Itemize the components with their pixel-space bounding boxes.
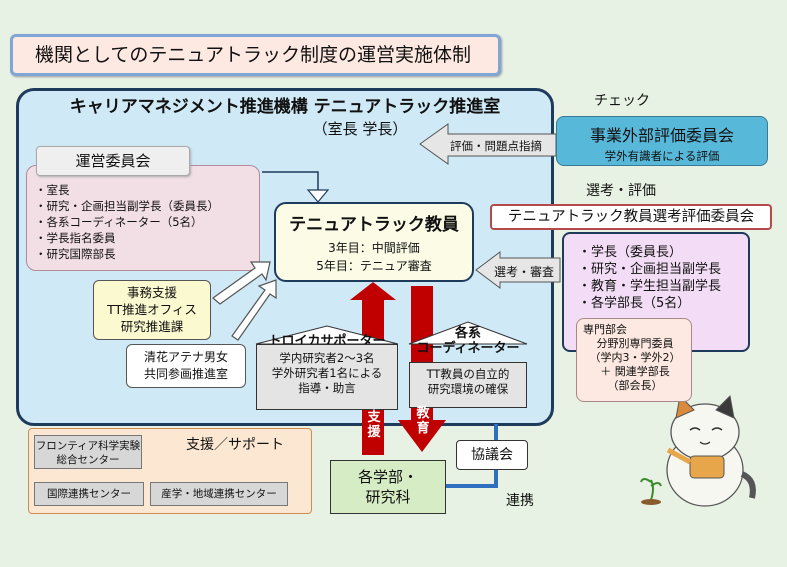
list-item: 各学部長（5名）: [578, 295, 748, 312]
support-area-label: 支援／サポート: [186, 437, 284, 453]
jimu-support-arrow: [212, 261, 271, 305]
steering-to-tt-arrow: [262, 171, 319, 196]
faculties-line2: 研究科: [365, 488, 411, 506]
list-item: 研究国際部長: [35, 246, 259, 262]
support-arrow-label: 支援: [367, 410, 381, 440]
selection-evaluation-label: 選考・評価: [586, 183, 656, 199]
coordinator-title1: 各系: [454, 326, 481, 341]
steering-to-tt-arrowhead: [306, 189, 330, 203]
coordinator-line1: TT教員の自立的: [426, 367, 510, 381]
check-label: チェック: [594, 93, 650, 109]
list-item: 学長（委員長）: [578, 244, 748, 261]
troika-supporter-box: 学内研究者2～3名 学外研究者1名による 指導・助言: [256, 344, 398, 410]
cooperation-label: 連携: [506, 493, 534, 509]
council-box: 協議会: [456, 440, 528, 470]
troika-line3: 指導・助言: [298, 381, 356, 395]
frontier-center-box: フロンティア科学実験総合センター: [34, 435, 142, 469]
coordinator-title2: コーディネーター: [416, 341, 520, 356]
troika-line2: 学外研究者1名による: [271, 366, 383, 380]
admin-support-box: 事務支援 TT推進オフィス 研究推進課: [93, 280, 211, 340]
list-item: 教育・学生担当副学長: [578, 278, 748, 295]
coordinator-title: 各系 コーディネーター: [409, 326, 527, 356]
list-item: 室長: [35, 182, 259, 198]
gender-office-line2: 共同参画推進室: [143, 367, 228, 381]
selection-committee-title: テニュアトラック教員選考評価委員会: [490, 204, 772, 230]
list-item: 学長指名委員: [35, 230, 259, 246]
gender-office-line1: 清花アテナ男女: [143, 350, 228, 364]
tenure-track-faculty-box: テニュアトラック教員 3年目：中間評価 5年目：テニュア審査: [274, 202, 474, 282]
expert-subcommittee-box: 専門部会 分野別専門委員 （学内3・学外2） ＋ 関連学部長 （部会長）: [576, 318, 692, 402]
page-title: 機関としてのテニュアトラック制度の運営実施体制: [10, 34, 501, 76]
tt-midterm-review: 3年目：中間評価: [328, 241, 420, 255]
selection-arrow-label: 選考・審査: [494, 265, 555, 279]
tt-office-label: TT推進オフィス: [107, 302, 197, 317]
admin-support-title: 事務支援: [126, 285, 177, 300]
selection-committee-list: 学長（委員長） 研究・企画担当副学長 教育・学生担当副学長 各学部長（5名）: [578, 244, 748, 312]
coordinator-box: TT教員の自立的 研究環境の確保: [409, 362, 527, 408]
subcommittee-title: 専門部会: [583, 323, 627, 336]
selection-arrow: [475, 251, 561, 289]
subcommittee-line2: 分野別専門委員: [596, 337, 674, 350]
steering-committee-list: 室長 研究・企画担当副学長（委員長） 各系コーディネーター（5名） 学長指名委員…: [35, 182, 259, 262]
faculties-box: 各学部・ 研究科: [330, 460, 446, 514]
list-item: 各系コーディネーター（5名）: [35, 214, 259, 230]
evaluation-arrow-label: 評価・問題点指摘: [450, 139, 542, 153]
subcommittee-line4: ＋ 関連学部長: [600, 365, 670, 378]
external-committee-sub: 学外有識者による評価: [604, 149, 720, 163]
cat-mascot-icon: [640, 394, 756, 507]
seika-support-arrow: [231, 279, 277, 341]
list-item: 研究・企画担当副学長（委員長）: [35, 198, 259, 214]
research-division-label: 研究推進課: [120, 319, 184, 334]
subcommittee-line5: （部会長）: [607, 379, 663, 392]
tt-faculty-title: テニュアトラック教員: [289, 215, 459, 235]
coordinator-line2: 研究環境の確保: [427, 382, 509, 396]
faculties-line1: 各学部・: [357, 468, 418, 486]
gender-equality-office-box: 清花アテナ男女 共同参画推進室: [126, 344, 246, 388]
external-committee-title: 事業外部評価委員会: [589, 126, 734, 145]
external-evaluation-committee-box: 事業外部評価委員会 学外有識者による評価: [556, 116, 768, 166]
hq-title: キャリアマネジメント推進機構 テニュアトラック推進室: [69, 97, 501, 117]
education-arrow-label: 教育: [416, 406, 430, 436]
steering-committee-box: 室長 研究・企画担当副学長（委員長） 各系コーディネーター（5名） 学長指名委員…: [26, 165, 260, 271]
intl-center-box: 国際連携センター: [34, 482, 144, 506]
coord-roof: [408, 321, 528, 345]
industry-center-box: 産学・地域連携センター: [150, 482, 288, 506]
hq-subtitle: （室長 学長）: [312, 120, 408, 138]
list-item: 研究・企画担当副学長: [578, 261, 748, 278]
tt-tenure-review: 5年目：テニュア審査: [316, 259, 432, 273]
steering-committee-label: 運営委員会: [36, 146, 190, 176]
subcommittee-line3: （学内3・学外2）: [589, 351, 681, 364]
link-line-kyogi: [446, 470, 498, 488]
troika-line1: 学内研究者2～3名: [279, 351, 375, 365]
